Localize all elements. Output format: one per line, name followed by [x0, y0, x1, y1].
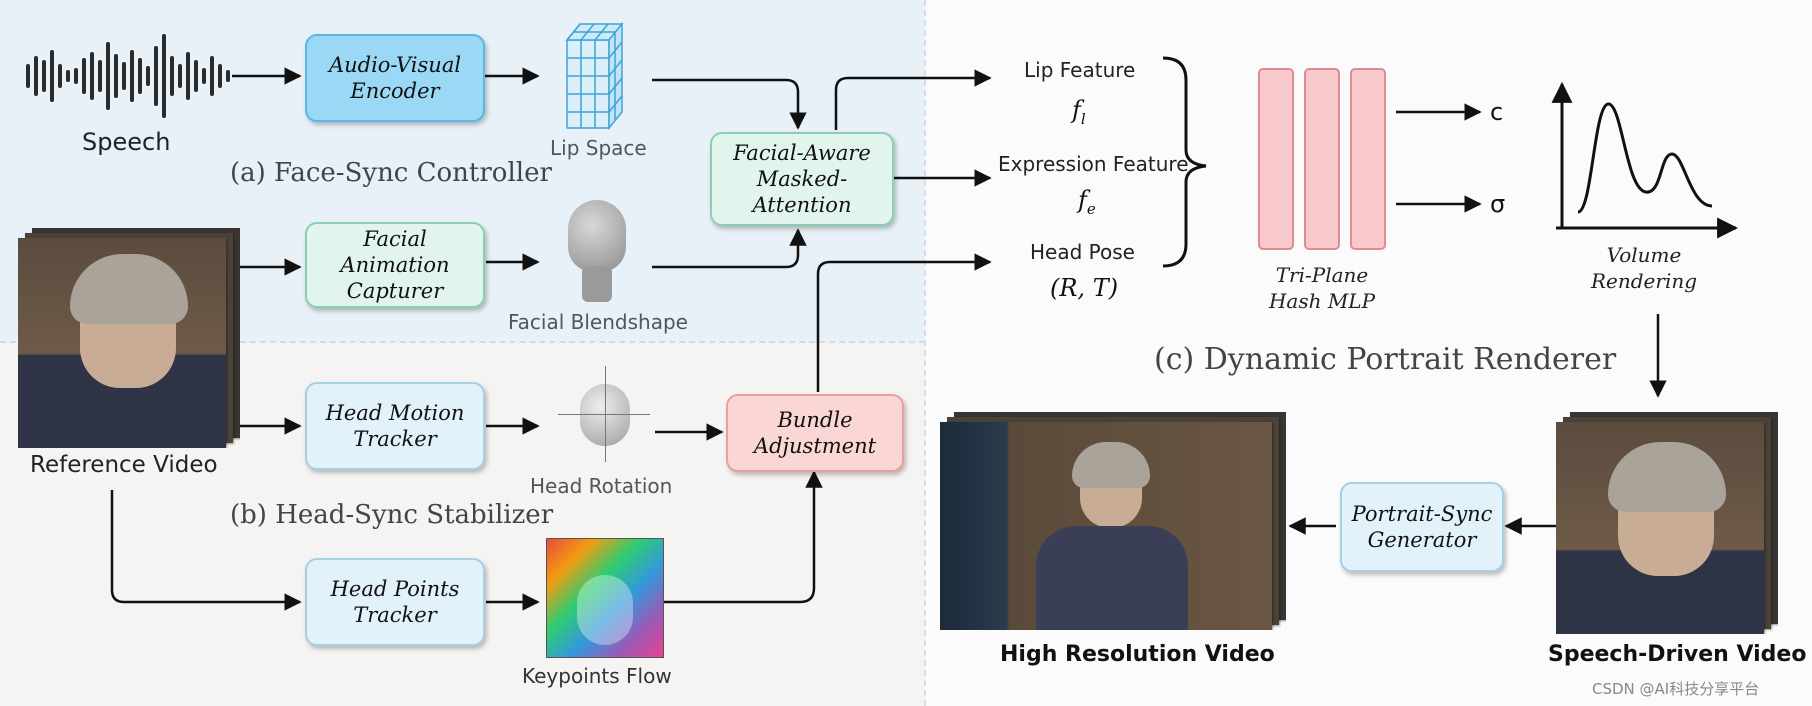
mlp-layer-3	[1350, 68, 1386, 250]
feature-brace	[1162, 56, 1207, 268]
expression-feature-symbol: fe	[1078, 186, 1096, 218]
lip-feature-label: Lip Feature	[1024, 58, 1136, 82]
arrow-blendshape-to-attention	[652, 228, 807, 269]
high-res-video-thumbnail	[940, 412, 1286, 630]
volume-rendering-plot-icon	[1551, 81, 1739, 239]
keypoints-flow-image	[546, 538, 664, 658]
face-sync-title: (a) Face-Sync Controller	[230, 158, 552, 188]
section-divider-horizontal	[0, 341, 925, 343]
density-output-label: σ	[1490, 190, 1506, 218]
head-rotation-label: Head Rotation	[530, 474, 673, 498]
speech-driven-video-label: Speech-Driven Video	[1548, 642, 1807, 667]
mlp-layer-1	[1258, 68, 1294, 250]
watermark-text: CSDN @AI科技分享平台	[1592, 680, 1760, 698]
section-divider-vertical	[924, 0, 926, 706]
keypoints-flow-label: Keypoints Flow	[522, 664, 672, 688]
lip-space-label: Lip Space	[550, 136, 647, 160]
arrow-lip-space-to-attention	[652, 78, 807, 130]
speech-label: Speech	[82, 128, 171, 156]
speech-waveform-icon	[26, 34, 230, 118]
reference-video-label: Reference Video	[30, 452, 218, 478]
head-rotation-icon	[548, 366, 658, 466]
arrow-attention-to-lip-feature	[834, 69, 992, 130]
lip-feature-symbol: fl	[1072, 96, 1086, 128]
head-pose-symbol: (R, T)	[1050, 274, 1119, 302]
expression-feature-label: Expression Feature	[998, 152, 1189, 176]
facial-blendshape-head-icon	[552, 196, 642, 302]
high-res-video-label: High Resolution Video	[1000, 642, 1275, 667]
mlp-layer-2	[1304, 68, 1340, 250]
reference-video-thumbnail	[18, 228, 240, 448]
facial-blendshape-label: Facial Blendshape	[508, 310, 688, 334]
lip-space-cube-icon	[565, 21, 624, 131]
arrow-video-to-points-tracker	[110, 490, 302, 611]
arrow-bundle-to-head-pose	[816, 253, 992, 392]
head-pose-label: Head Pose	[1030, 240, 1135, 264]
arrow-keypoints-to-bundle	[664, 470, 823, 604]
head-sync-title: (b) Head-Sync Stabilizer	[230, 500, 554, 530]
renderer-title: (c) Dynamic Portrait Renderer	[1154, 342, 1617, 377]
color-output-label: c	[1490, 98, 1504, 126]
speech-driven-video-thumbnail	[1556, 412, 1778, 634]
